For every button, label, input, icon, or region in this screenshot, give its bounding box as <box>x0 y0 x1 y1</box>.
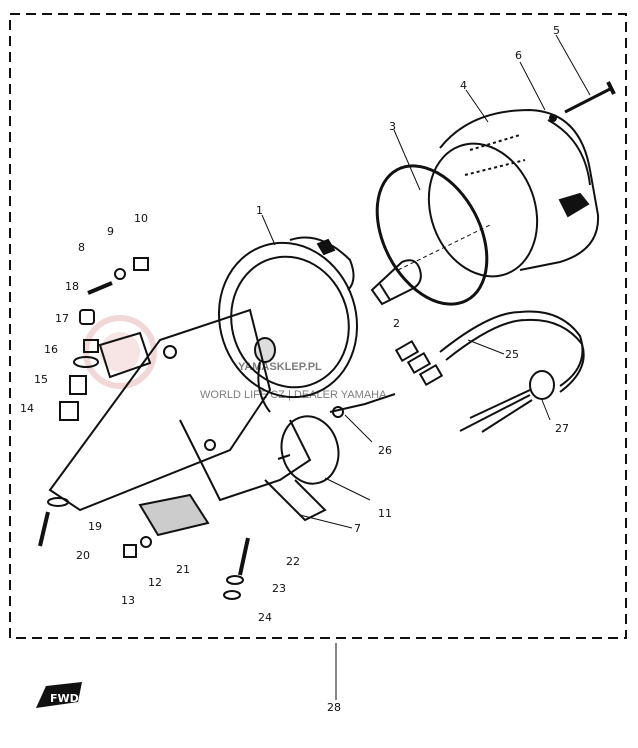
callout-17: 17 <box>55 312 69 325</box>
part-1-light-body <box>217 236 359 413</box>
part-27-grommet <box>459 370 555 433</box>
part-17-collar <box>83 339 99 353</box>
callout-28: 28 <box>327 701 341 714</box>
part-19-washer <box>47 497 69 507</box>
part-22-bolt <box>238 537 250 576</box>
part-8-bolt <box>87 281 113 295</box>
callout-numbers: 1 2 3 4 5 6 7 8 9 10 11 12 13 14 15 16 1… <box>20 24 569 714</box>
part-4-housing <box>427 108 600 278</box>
callout-8: 8 <box>78 241 85 254</box>
callout-26: 26 <box>378 444 392 457</box>
part-2-bulb <box>370 259 422 306</box>
callout-20: 20 <box>76 549 90 562</box>
callout-18: 18 <box>65 280 79 293</box>
callout-4: 4 <box>460 79 467 92</box>
assembly-guide-line <box>397 224 491 271</box>
callout-3: 3 <box>389 120 396 133</box>
callout-10: 10 <box>134 212 148 225</box>
callout-12: 12 <box>148 576 162 589</box>
callout-1: 1 <box>256 204 263 217</box>
callout-6: 6 <box>515 49 522 62</box>
part-13-nut <box>123 544 137 558</box>
leader-lines <box>261 34 591 700</box>
part-14-cushion <box>59 401 79 421</box>
callout-2: 2 <box>393 317 400 330</box>
part-3-ring <box>375 164 489 306</box>
callout-19: 19 <box>88 520 102 533</box>
callout-21: 21 <box>176 563 190 576</box>
part-9-washer <box>114 268 126 280</box>
hardware-parts <box>38 257 250 600</box>
part-12-washer <box>140 536 152 548</box>
callout-16: 16 <box>44 343 58 356</box>
callout-14: 14 <box>20 402 34 415</box>
callout-22: 22 <box>286 555 300 568</box>
part-11-reflector <box>277 415 340 485</box>
part-25-harness <box>394 310 585 393</box>
part-15-spacer <box>69 375 87 395</box>
part-18-nut <box>79 309 95 325</box>
part-21-plate <box>138 493 210 537</box>
fwd-label: FWD <box>50 692 79 705</box>
callout-27: 27 <box>555 422 569 435</box>
callout-15: 15 <box>34 373 48 386</box>
part-20-bolt <box>38 511 50 547</box>
callout-9: 9 <box>107 225 114 238</box>
watermark: YAMASKLEP.PL WORLD LIFE CZ | DEALER YAMA… <box>83 315 387 401</box>
forward-arrow-icon: FWD <box>36 682 82 708</box>
part-26-wire <box>329 393 396 418</box>
callout-25: 25 <box>505 348 519 361</box>
callout-7: 7 <box>354 522 361 535</box>
part-24-washer <box>223 590 241 600</box>
callout-13: 13 <box>121 594 135 607</box>
part-16-spring <box>73 356 99 368</box>
watermark-subtitle: WORLD LIFE CZ | DEALER YAMAHA <box>200 389 387 401</box>
callout-23: 23 <box>272 582 286 595</box>
part-7-bracket <box>48 308 327 522</box>
part-10-nut <box>133 257 149 271</box>
assembly-border <box>9 13 627 639</box>
part-5-bolt <box>564 81 616 114</box>
part-6-washer <box>549 114 557 122</box>
callout-11: 11 <box>378 507 392 520</box>
callout-5: 5 <box>553 24 560 37</box>
bracket-mount-plate <box>98 331 152 379</box>
callout-24: 24 <box>258 611 272 624</box>
part-23-washer <box>226 575 244 585</box>
